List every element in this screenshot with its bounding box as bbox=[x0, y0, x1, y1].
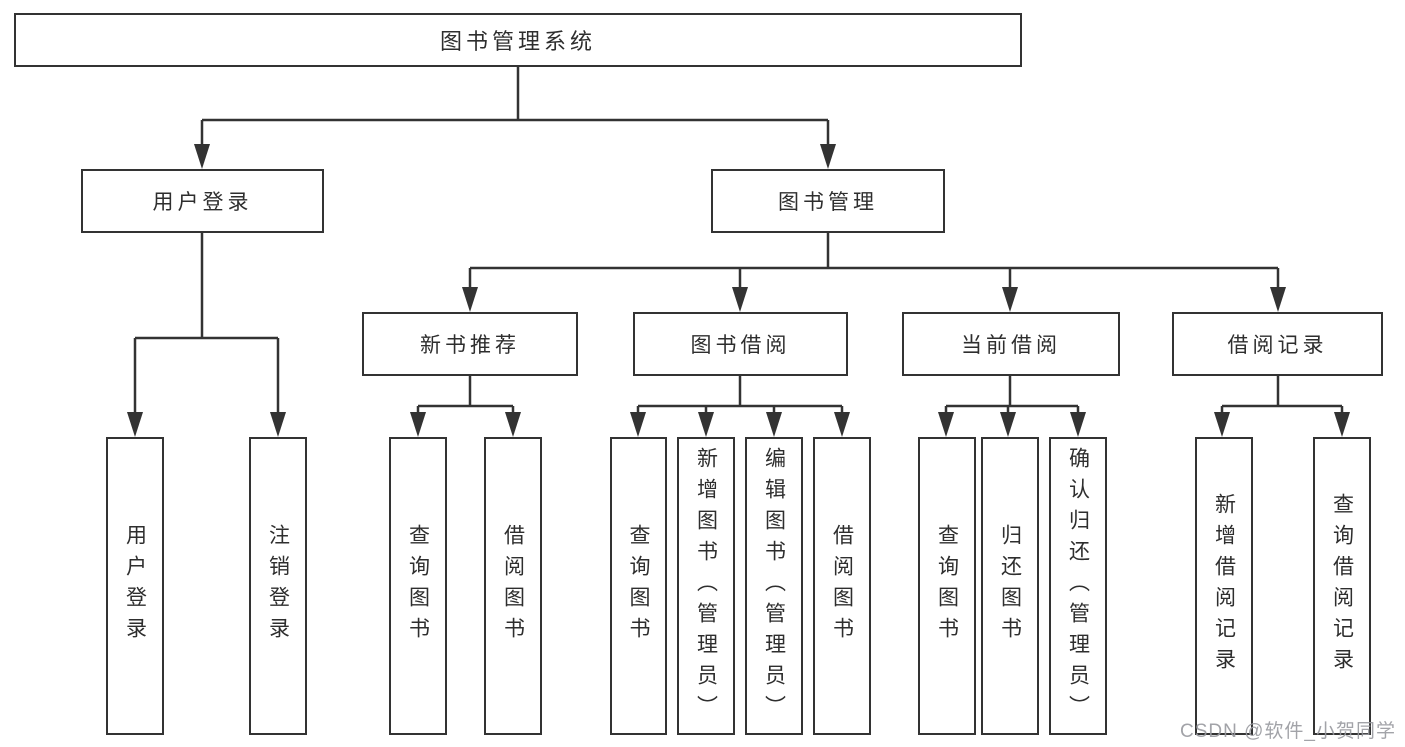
node-label: 注销登录 bbox=[266, 524, 290, 648]
node-label: 用户登录 bbox=[123, 524, 147, 648]
leaf-add-borrow-record: 新增借阅记录 bbox=[1195, 437, 1253, 735]
node-library-management-system: 图书管理系统 bbox=[14, 13, 1022, 67]
arrow-down-icon bbox=[766, 412, 782, 437]
node-label: 新书推荐 bbox=[420, 334, 520, 357]
node-label: 确认归还（管理员） bbox=[1066, 446, 1090, 726]
node-label: 查询图书 bbox=[406, 524, 430, 648]
leaf-edit-books-admin: 编辑图书（管理员） bbox=[745, 437, 803, 735]
leaf-query-books: 查询图书 bbox=[610, 437, 667, 735]
connector-borrow-records-to-leaves bbox=[1220, 376, 1344, 414]
node-new-book-recommendation: 新书推荐 bbox=[362, 312, 578, 376]
arrow-down-icon bbox=[194, 144, 210, 169]
node-label: 借阅图书 bbox=[501, 524, 525, 648]
leaf-confirm-return-admin: 确认归还（管理员） bbox=[1049, 437, 1107, 735]
arrow-down-icon bbox=[1070, 412, 1086, 437]
node-label: 图书借阅 bbox=[690, 334, 791, 357]
connector-root-to-level2 bbox=[200, 67, 830, 146]
connector-book-borrow-to-leaves bbox=[636, 376, 844, 414]
arrow-down-icon bbox=[462, 287, 478, 312]
node-label: 借阅图书 bbox=[830, 524, 854, 648]
node-label: 当前借阅 bbox=[961, 334, 1061, 357]
leaf-borrow-books: 借阅图书 bbox=[484, 437, 542, 735]
node-label: 图书管理 bbox=[778, 191, 878, 214]
node-label: 查询图书 bbox=[627, 524, 650, 648]
leaf-query-books: 查询图书 bbox=[389, 437, 447, 735]
leaf-query-books: 查询图书 bbox=[918, 437, 976, 735]
node-book-borrowing: 图书借阅 bbox=[633, 312, 848, 376]
arrow-down-icon bbox=[820, 144, 836, 169]
arrowheads bbox=[127, 144, 1350, 437]
connector-current-borrow-to-leaves bbox=[944, 376, 1080, 414]
arrow-down-icon bbox=[270, 412, 286, 437]
leaf-return-books: 归还图书 bbox=[981, 437, 1039, 735]
arrow-down-icon bbox=[1270, 287, 1286, 312]
watermark: CSDN @软件_小贺同学 bbox=[1180, 721, 1396, 742]
arrow-down-icon bbox=[1000, 412, 1016, 437]
node-current-borrowing: 当前借阅 bbox=[902, 312, 1120, 376]
arrow-down-icon bbox=[505, 412, 521, 437]
node-label: 新增图书（管理员） bbox=[694, 446, 718, 726]
node-book-management: 图书管理 bbox=[711, 169, 945, 233]
connector-book-mgmt-to-level3 bbox=[468, 233, 1280, 289]
node-label: 查询图书 bbox=[935, 524, 959, 648]
node-label: 用户登录 bbox=[152, 191, 253, 214]
arrow-down-icon bbox=[698, 412, 714, 437]
leaf-add-books-admin: 新增图书（管理员） bbox=[677, 437, 735, 735]
node-label: 借阅记录 bbox=[1227, 334, 1328, 357]
leaf-logout: 注销登录 bbox=[249, 437, 307, 735]
connector-user-login-to-leaves bbox=[133, 233, 280, 414]
arrow-down-icon bbox=[1214, 412, 1230, 437]
node-user-login: 用户登录 bbox=[81, 169, 324, 233]
arrow-down-icon bbox=[1334, 412, 1350, 437]
arrow-down-icon bbox=[127, 412, 143, 437]
leaf-borrow-books: 借阅图书 bbox=[813, 437, 871, 735]
leaf-user-login: 用户登录 bbox=[106, 437, 164, 735]
node-borrowing-records: 借阅记录 bbox=[1172, 312, 1383, 376]
arrow-down-icon bbox=[630, 412, 646, 437]
leaf-query-borrow-record: 查询借阅记录 bbox=[1313, 437, 1371, 735]
arrow-down-icon bbox=[834, 412, 850, 437]
node-label: 编辑图书（管理员） bbox=[762, 446, 786, 726]
node-label: 新增借阅记录 bbox=[1212, 493, 1236, 679]
arrow-down-icon bbox=[732, 287, 748, 312]
arrow-down-icon bbox=[938, 412, 954, 437]
connector-new-books-to-leaves bbox=[416, 376, 515, 414]
node-label: 图书管理系统 bbox=[439, 29, 596, 54]
arrow-down-icon bbox=[410, 412, 426, 437]
node-label: 查询借阅记录 bbox=[1330, 493, 1354, 679]
node-label: 归还图书 bbox=[998, 524, 1022, 648]
arrow-down-icon bbox=[1002, 287, 1018, 312]
